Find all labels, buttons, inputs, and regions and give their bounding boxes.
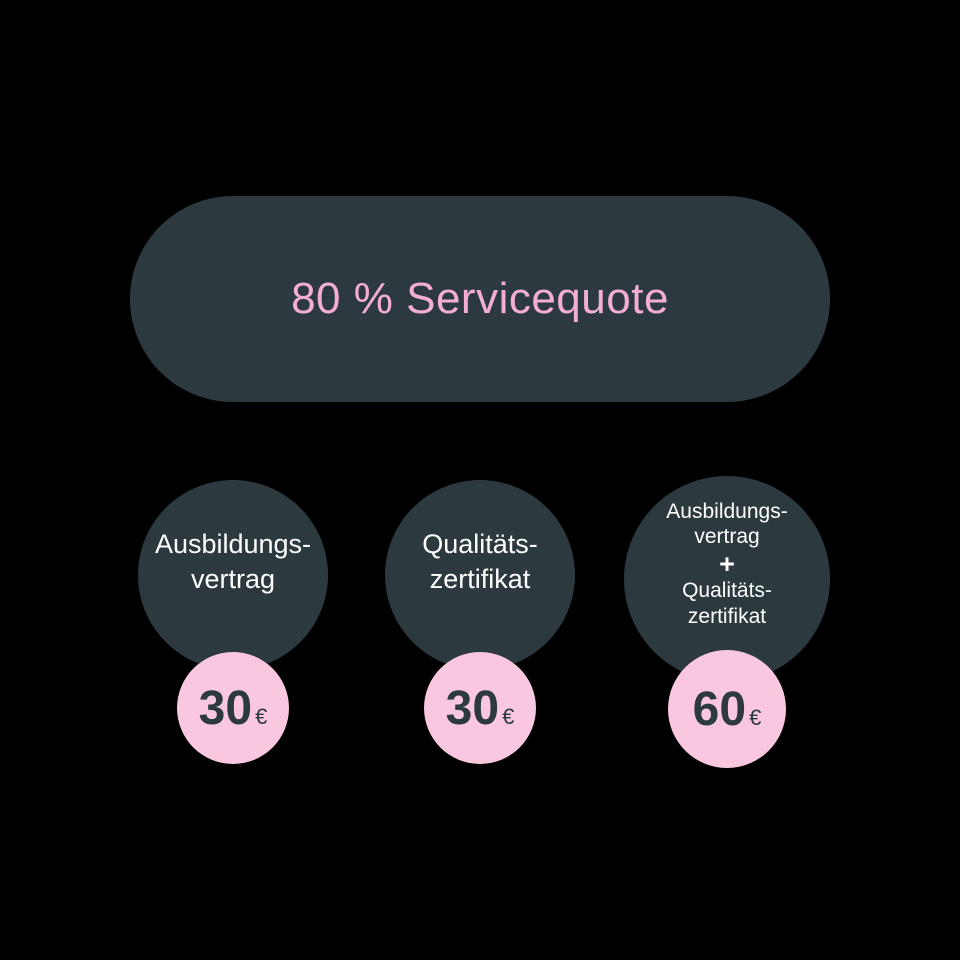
price-badge: 60€ [668, 650, 786, 768]
card-qualitaetszertifikat: Qualitäts- zertifikat 30€ [385, 480, 575, 764]
card-label-line: Qualitäts- [682, 579, 772, 603]
banner-title: 80 % Servicequote [291, 274, 669, 323]
currency-symbol: € [749, 704, 762, 730]
circle-kombination: Ausbildungs- vertrag + Qualitäts- zertif… [624, 476, 830, 682]
price-wrap: 60€ [693, 682, 762, 737]
card-ausbildungsvertrag: Ausbildungs- vertrag 30€ [138, 480, 328, 764]
card-label-line: Qualitäts- [422, 529, 538, 560]
price-wrap: 30€ [199, 681, 268, 736]
price-badge: 30€ [424, 652, 536, 764]
price-badge: 30€ [177, 652, 289, 764]
card-label-line: vertrag [190, 564, 276, 594]
currency-symbol: € [255, 703, 268, 729]
price-value: 30 [445, 681, 500, 735]
card-label-line: zertifikat [429, 564, 531, 594]
circle-ausbildungsvertrag: Ausbildungs- vertrag [138, 480, 328, 670]
servicequote-banner: 80 % Servicequote [130, 196, 830, 402]
plus-sign: + [719, 548, 735, 579]
card-label-line: Ausbildungs- [154, 529, 312, 560]
currency-symbol: € [502, 703, 515, 729]
card-kombination: Ausbildungs- vertrag + Qualitäts- zertif… [624, 476, 830, 768]
price-wrap: 30€ [446, 681, 515, 736]
price-value: 60 [692, 682, 747, 736]
circle-qualitaetszertifikat: Qualitäts- zertifikat [385, 480, 575, 670]
card-label-line: vertrag [694, 525, 760, 549]
card-label-line: zertifikat [687, 604, 767, 628]
price-value: 30 [198, 681, 253, 735]
card-label-line: Ausbildungs- [666, 499, 788, 523]
